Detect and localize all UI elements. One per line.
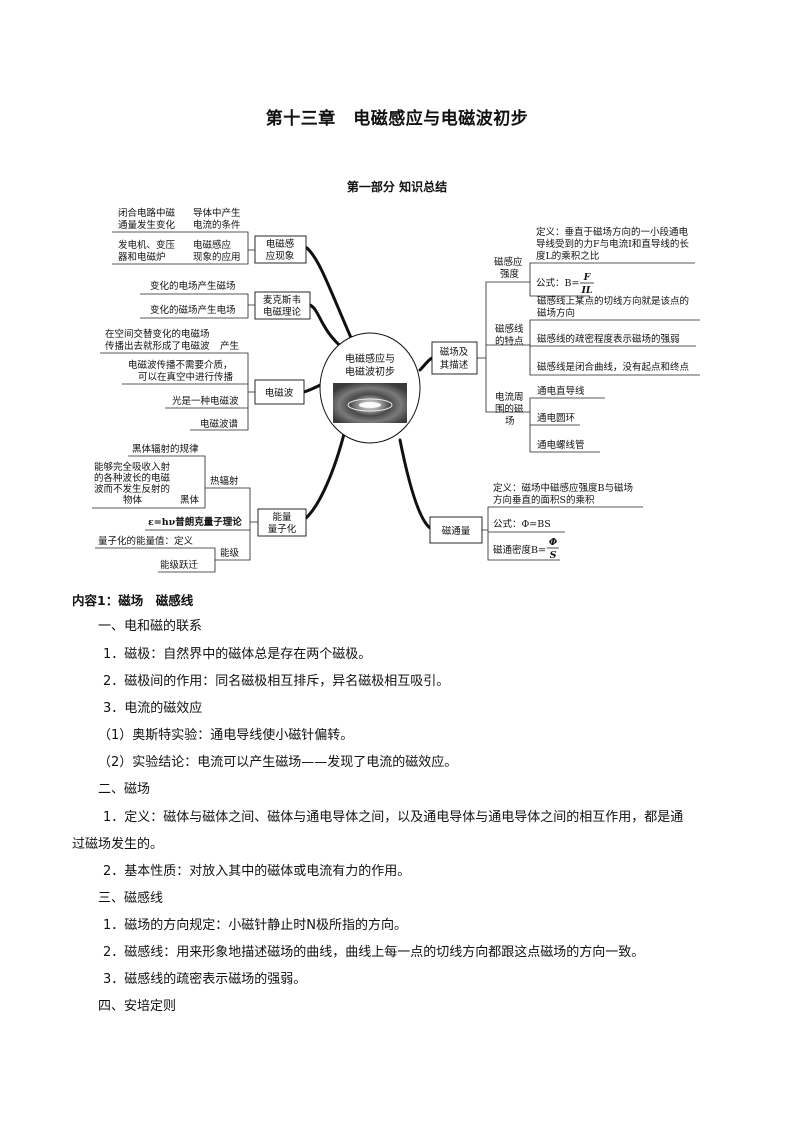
node-flux [429,516,483,544]
section-1-heading: 一、电和磁的联系 [98,619,203,634]
maxwell-item-2: 变化的磁场产生电场 [150,304,236,316]
flux-density-den: S [550,550,557,561]
wave-item1-line2: 传播出去就形成了电磁波 [105,340,210,352]
center-label-1: 电磁感应与 [345,352,395,365]
maxwell-item-1: 变化的电场产生磁场 [150,280,236,292]
node-field-label-1: 磁场及 [440,346,469,358]
branch-field [418,356,434,372]
induction-item2-b2: 现象的应用 [193,251,241,263]
center-label-2: 电磁波初步 [345,365,395,378]
section-subtitle: 第一部分 知识总结 [346,180,448,194]
quantum-level: 能级 [220,547,240,559]
flux-def1: 定义：磁场中磁感应强度B与磁场 [493,482,633,494]
field-current-label3: 场 [505,416,515,427]
quantum-blackbody-desc3: 波而不发生反射的 [94,483,170,495]
section-3-item-3: 3．磁感线的疏密表示磁场的强弱。 [103,972,307,987]
induction-item2-a2: 器和电磁炉 [118,251,166,263]
node-induction-label-1: 电磁感 [266,238,295,250]
quantum-blackbody-desc4: 物体 [123,494,143,506]
induction-item1-b1: 导体中产生 [193,207,241,219]
node-field-label-2: 其描述 [440,359,469,371]
quantum-blackbody-desc5: 黑体 [180,494,200,506]
section-2-heading: 二、磁场 [98,782,151,797]
section-1-item-3: 3．电流的磁效应 [103,701,203,716]
field-intensity-def1: 定义：垂直于磁场方向的一小段通电 [536,226,689,238]
flux-density-num: Φ [549,537,558,548]
content-heading: 内容1：磁场 磁感线 [72,593,194,608]
field-intensity-label1: 磁感应 [494,256,523,268]
induction-item2-a1: 发电机、变压 [118,239,176,251]
section-3-item-2: 2．磁感线：用来形象地描述磁场的曲线，曲线上每一点的切线方向都跟这点磁场的方向一… [103,945,645,960]
induction-item2-b1: 电磁感应 [193,239,232,251]
field-current-item2: 通电圆环 [537,412,575,424]
flux-def2: 方向垂直的面积S的乘积 [493,494,595,506]
field-intensity-def2: 导线受到的力F与电流I和直导线的长 [536,238,689,250]
quantum-transition: 能级跃迁 [160,559,199,571]
field-intensity-label2: 强度 [500,268,520,280]
page-title: 第十三章 电磁感应与电磁波初步 [265,109,529,129]
field-lines-label2: 的特点 [495,335,524,347]
induction-item1-b2: 电流的条件 [193,219,241,231]
field-current-label2: 围的磁 [495,403,524,415]
quantum-thermal: 热辐射 [210,475,239,487]
section-1-item-3a: （1）奥斯特实验：通电导线使小磁针偏转。 [98,728,354,743]
quantum-planck: ε=hν普朗克量子理论 [148,516,242,528]
node-maxwell-label-1: 麦克斯韦 [263,294,301,306]
wave-item1-line1: 在空间交替变化的电磁场 [105,328,210,340]
flux-formula: 公式：Φ=BS [493,518,551,530]
field-intensity-def3: 度L的乘积之比 [536,250,599,262]
branch-induction [305,246,354,342]
field-lines-item1-1: 磁感线上某点的切线方向就是该点的 [537,295,689,307]
wave-item3: 光是一种电磁波 [172,395,239,407]
node-quantum-label-2: 量子化 [268,523,297,535]
section-3-item-1: 1．磁场的方向规定：小磁针静止时N极所指的方向。 [103,918,407,933]
section-3-heading: 三、磁感线 [98,891,164,906]
ripple-ring [347,398,393,412]
quantum-blackbody-desc2: 的各种波长的电磁 [94,472,171,484]
wave-item1-tag: 产生 [220,340,240,352]
node-quantum [257,508,307,537]
section-1-item-1: 1．磁极：自然界中的磁体总是存在两个磁极。 [103,647,372,662]
node-flux-label: 磁通量 [442,525,471,537]
wave-item2-line1: 电磁波传播不需要介质， [128,359,233,371]
wave-item4: 电磁波谱 [200,418,239,430]
field-current-label1: 电流周 [495,391,524,403]
field-intensity-formula: 公式：B= [536,277,579,289]
ripple-core [359,402,381,408]
quantum-blackbody-desc1: 能够完全吸收入射 [94,461,171,473]
node-em-wave-label: 电磁波 [265,387,294,399]
branch-quantum [304,428,347,520]
field-intensity-num: F [583,272,592,283]
wave-item2-line2: 可以在真空中进行传播 [138,371,234,383]
field-current-item1: 通电直导线 [537,385,585,397]
section-2-item-1b: 过磁场发生的。 [72,837,164,852]
center-node: 电磁感应与 电磁波初步 [319,332,421,444]
mind-map: 电磁感应与 电磁波初步 电磁感 应现象 闭合电路中磁 通量发生变化 导体中产生 … [92,207,700,573]
section-2-item-2: 2．基本性质：对放入其中的磁体或电流有力的作用。 [103,864,411,879]
node-induction-label-2: 应现象 [266,250,295,262]
node-induction [254,235,307,264]
node-quantum-label-1: 能量 [272,511,292,523]
field-current-item3: 通电螺线管 [537,439,585,451]
induction-item1-a1: 闭合电路中磁 [118,207,176,219]
section-1-item-3b: （2）实验结论：电流可以产生磁场——发现了电流的磁效应。 [98,755,458,770]
field-lines-label1: 磁感线 [495,323,524,335]
field-intensity-den: IL [580,285,592,296]
quantum-blackbody-label: 黑体辐射的规律 [132,443,199,455]
flux-density-prefix: 磁通密度B= [493,544,546,556]
field-lines-item3: 磁感线是闭合曲线，没有起点和终点 [537,361,690,373]
field-lines-item1-2: 磁场方向 [537,307,575,319]
section-4-heading: 四、安培定则 [98,999,177,1014]
node-maxwell-label-2: 电磁理论 [263,306,302,318]
induction-item1-a2: 通量发生变化 [118,219,176,231]
node-maxwell [254,291,311,320]
branch-flux [398,438,432,530]
section-2-item-1a: 1．定义：磁体与磁体之间、磁体与通电导体之间，以及通电导体与通电导体之间的相互作… [103,810,684,825]
field-lines-item2: 磁感线的疏密程度表示磁场的强弱 [537,333,680,345]
section-1-item-2: 2．磁极间的作用：同名磁极相互排斥，异名磁极相互吸引。 [103,674,450,689]
quantum-level-def: 量子化的能量值：定义 [98,535,194,547]
